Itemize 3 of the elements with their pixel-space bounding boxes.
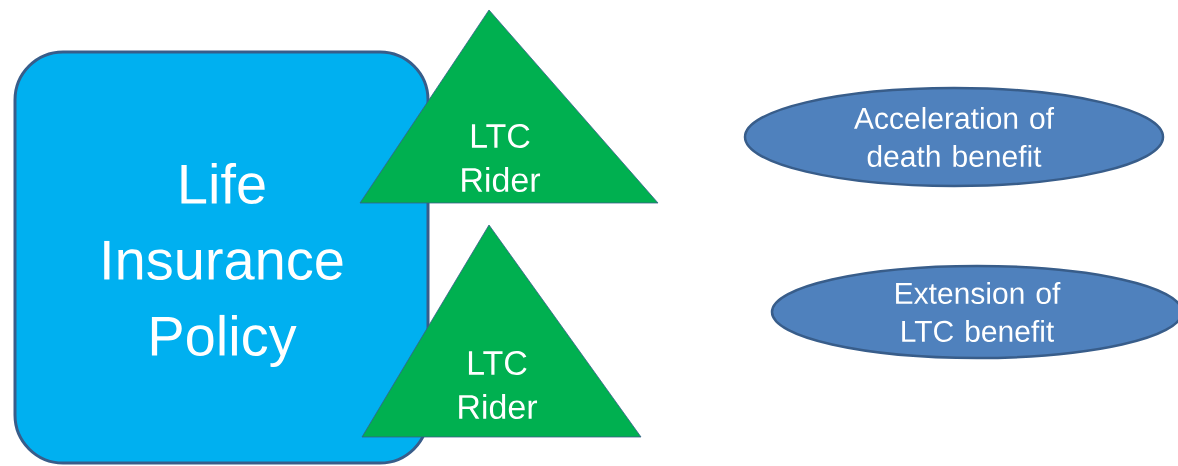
- policy-box: Life Insurance Policy: [13, 50, 430, 465]
- rider-triangle: LTC Rider: [361, 224, 642, 438]
- rider-triangle: LTC Rider: [359, 9, 659, 204]
